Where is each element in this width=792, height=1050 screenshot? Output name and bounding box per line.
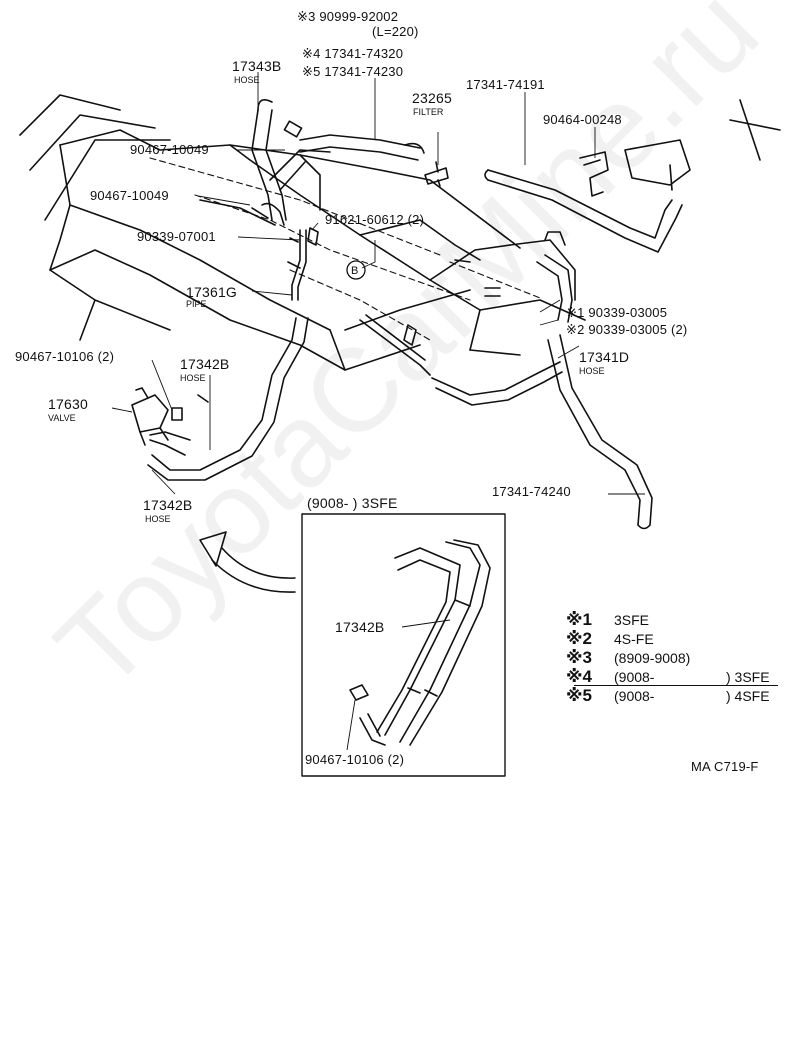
legend-text: (9008- [614,688,655,704]
legend-extra: ) 3SFE [726,669,770,685]
legend-mark: ※1 [566,610,592,629]
label-90339-03005-1: ※1 90339-03005 [566,305,668,320]
legend-extra: ) 4SFE [726,688,770,704]
engine-outline [19,94,781,371]
hose-17341-74240 [547,334,653,530]
hose-17342b-main [147,317,309,481]
legend-row: ※1 3SFE [566,611,770,630]
diagram-code: MA C719-F [691,759,759,774]
legend-row: ※3 (8909-9008) [566,649,770,668]
label-valve: VALVE [48,413,76,423]
label-17343b: 17343B [232,58,282,74]
legend-rule [574,685,778,686]
label-90339-03005-2: ※2 90339-03005 (2) [566,322,688,337]
valve-17630 [131,387,183,446]
hose-17343b [251,99,303,221]
inset-hose-17342b [349,539,491,746]
bracket-90464-00248 [579,139,691,197]
label-17341d: 17341D [579,349,630,365]
label-17341-74240: 17341-74240 [492,484,571,499]
legend-text: (9008- [614,669,655,685]
label-90999-92002: ※3 90999-92002 [297,9,399,24]
legend-mark: ※3 [566,648,592,667]
label-23265: 23265 [412,90,452,106]
label-17361g: 17361G [186,284,238,300]
legend-text: (8909-9008) [614,650,691,666]
filter-23265 [424,161,449,187]
label-90339-07001: 90339-07001 [137,229,216,244]
label-l220: (L=220) [372,24,419,39]
label-91621-60612: 91621-60612 (2) [325,212,425,227]
label-17341-74191: 17341-74191 [466,77,545,92]
legend-mark: ※2 [566,629,592,648]
label-90467-10049-b: 90467-10049 [90,188,169,203]
label-17342b-top: 17342B [180,356,230,372]
label-hose-c: HOSE [579,366,605,376]
legend-row: ※4 (9008- ) 3SFE [566,668,770,687]
label-hose-d: HOSE [145,514,171,524]
hose-upper-vacuum [269,134,425,191]
inset-frame [301,513,506,777]
legend-text: 3SFE [614,612,650,628]
inset-title: (9008- ) 3SFE [307,495,398,511]
hose-17341d [431,254,573,406]
legend-mark: ※4 [566,667,592,686]
label-hose-b: HOSE [180,373,206,383]
leader-lines [111,72,645,751]
label-circle-b: B [351,265,359,277]
label-hose-a: HOSE [234,75,260,85]
label-17342b-bottom: 17342B [143,497,193,513]
label-filter: FILTER [413,107,444,117]
label-90464-00248: 90464-00248 [543,112,622,127]
label-pipe: PIPE [186,299,207,309]
inset-label-17342b: 17342B [335,619,385,635]
pointer-arrow [199,531,296,593]
legend: ※1 3SFE ※2 4S-FE ※3 (8909-9008) ※4 (9008- ) 3… [566,611,778,706]
label-90467-10106-a: 90467-10106 (2) [15,349,115,364]
label-17630: 17630 [48,396,88,412]
label-17341-74320: ※4 17341-74320 [302,46,404,61]
legend-text: 4S-FE [614,631,654,647]
pipe-long [359,314,431,376]
label-17341-74230: ※5 17341-74230 [302,64,404,79]
inset-label-90467-10106: 90467-10106 (2) [305,752,405,767]
label-90467-10049-a: 90467-10049 [130,142,209,157]
legend-row: ※2 4S-FE [566,630,770,649]
legend-row: ※5 (9008- ) 4SFE [566,685,778,706]
hose-17341-74191 [484,169,683,253]
legend-mark: ※5 [566,686,592,705]
